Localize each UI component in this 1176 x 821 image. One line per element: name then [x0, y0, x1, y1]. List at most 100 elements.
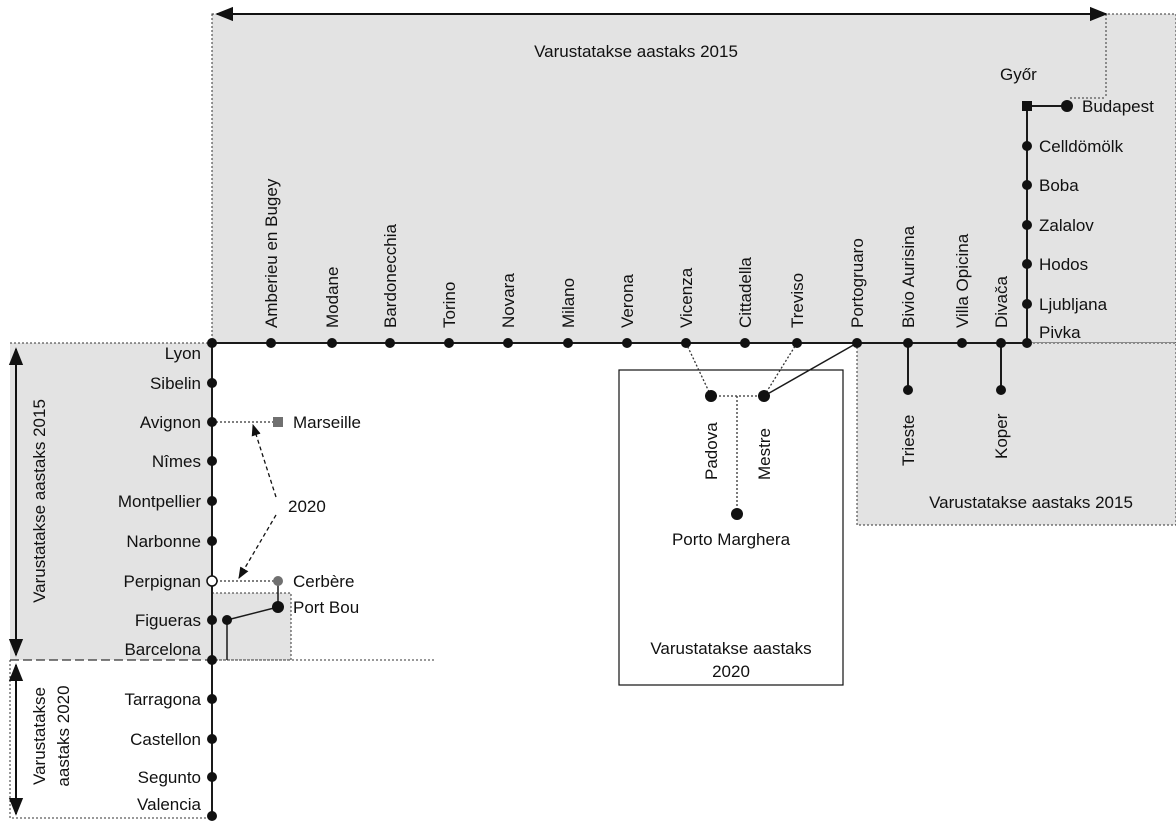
annotation-arrows-2020: 2020	[238, 423, 326, 580]
station-label-treviso: Treviso	[788, 273, 807, 328]
station-label-valencia: Valencia	[137, 795, 201, 814]
region-venice-box-2020	[618, 369, 844, 686]
station-label-bardonecchia: Bardonecchia	[381, 223, 400, 328]
zone-label-right: Varustatakse aastaks 2015	[929, 493, 1133, 512]
branch-station-labels: Marseille Cerbère Port Bou	[293, 413, 361, 617]
hungary-station-labels: Győr Budapest Celldömölk Boba Zalalov Ho…	[1000, 65, 1154, 342]
station-dot	[622, 338, 632, 348]
station-label-padova: Padova	[702, 422, 721, 480]
station-label-porto-marghera: Porto Marghera	[672, 530, 791, 549]
station-dot	[705, 390, 717, 402]
station-label-portogruaro: Portogruaro	[848, 238, 867, 328]
region-right-2015	[856, 342, 1176, 526]
station-label-montpellier: Montpellier	[118, 492, 201, 511]
station-label-novara: Novara	[499, 273, 518, 328]
station-label-celldomolk: Celldömölk	[1039, 137, 1124, 156]
station-label-cerbere: Cerbère	[293, 572, 354, 591]
france-station-labels: Lyon Sibelin Avignon Nîmes Montpellier N…	[118, 344, 201, 591]
station-dot	[1022, 259, 1032, 269]
station-dot	[272, 601, 284, 613]
station-label-vicenza: Vicenza	[677, 267, 696, 328]
zone-label-left-2015: Varustatakse aastaks 2015	[30, 399, 49, 603]
station-label-perpignan: Perpignan	[123, 572, 201, 591]
station-label-castellon: Castellon	[130, 730, 201, 749]
station-dot	[503, 338, 513, 348]
station-dot	[207, 338, 217, 348]
station-label-port-bou: Port Bou	[293, 598, 359, 617]
italy-spur-labels: Padova Mestre Porto Marghera Trieste Kop…	[672, 413, 1011, 549]
station-dot	[207, 496, 217, 506]
mestre-portogruaro-link	[763, 342, 858, 397]
station-label-tarragona: Tarragona	[124, 690, 201, 709]
station-label-segunto: Segunto	[138, 768, 201, 787]
station-dot-planned	[273, 576, 283, 586]
station-label-hodos: Hodos	[1039, 255, 1088, 274]
zone-label-box-line2: 2020	[712, 662, 750, 681]
region-top-2015	[211, 13, 1176, 344]
station-label-bivio-aurisina: Bivio Aurisina	[899, 225, 918, 328]
station-dot	[852, 338, 862, 348]
station-dot	[740, 338, 750, 348]
station-dots	[206, 100, 1073, 821]
station-label-narbonne: Narbonne	[126, 532, 201, 551]
station-label-amberieu: Amberieu en Bugey	[262, 178, 281, 328]
station-label-pivka: Pivka	[1039, 323, 1081, 342]
station-label-lyon: Lyon	[165, 344, 201, 363]
scope-arrows	[8, 6, 1108, 816]
station-label-villa-opicina: Villa Opicina	[953, 233, 972, 328]
zone-label-box-line1: Varustatakse aastaks	[650, 639, 811, 658]
station-dot	[207, 615, 217, 625]
station-dot	[207, 772, 217, 782]
station-dot	[1022, 299, 1032, 309]
zone-label-top: Varustatakse aastaks 2015	[534, 42, 738, 61]
station-dot	[758, 390, 770, 402]
station-dot	[327, 338, 337, 348]
station-dot	[207, 694, 217, 704]
station-dot	[207, 734, 217, 744]
station-dot	[222, 615, 232, 625]
station-label-boba: Boba	[1039, 176, 1079, 195]
station-dot	[563, 338, 573, 348]
station-dot	[681, 338, 691, 348]
station-dot	[996, 338, 1006, 348]
spain-station-labels: Figueras Barcelona Tarragona Castellon S…	[124, 611, 201, 814]
station-dot	[207, 378, 217, 388]
shaded-regions	[9, 13, 1176, 819]
station-label-zalalov: Zalalov	[1039, 216, 1094, 235]
station-dot	[207, 811, 217, 821]
arrow-to-marseille-link	[251, 423, 277, 498]
zone-labels: Varustatakse aastaks 2015 Varustatakse a…	[30, 42, 1133, 787]
station-label-avignon: Avignon	[140, 413, 201, 432]
station-dot	[266, 338, 276, 348]
station-label-mestre: Mestre	[755, 428, 774, 480]
station-label-nimes: Nîmes	[152, 452, 201, 471]
station-label-koper: Koper	[992, 413, 1011, 459]
station-dot	[957, 338, 967, 348]
station-label-gyor: Győr	[1000, 65, 1037, 84]
station-dot	[207, 417, 217, 427]
station-dot	[903, 338, 913, 348]
station-dot-square	[1022, 101, 1032, 111]
figueras-port-bou-link	[226, 606, 279, 621]
station-dot	[1022, 180, 1032, 190]
station-label-torino: Torino	[440, 282, 459, 328]
station-dot	[1061, 100, 1073, 112]
zone-label-left-2020-line2: aastaks 2020	[54, 685, 73, 786]
station-dot	[996, 385, 1006, 395]
dotted-connectors	[212, 342, 798, 582]
station-label-verona: Verona	[618, 274, 637, 328]
station-label-ljubljana: Ljubljana	[1039, 295, 1108, 314]
station-label-barcelona: Barcelona	[124, 640, 201, 659]
station-dot-planned	[273, 417, 283, 427]
vicenza-padova-link	[685, 342, 712, 397]
station-dot	[207, 536, 217, 546]
station-label-sibelin: Sibelin	[150, 374, 201, 393]
station-label-cittadella: Cittadella	[736, 257, 755, 328]
station-dot	[792, 338, 802, 348]
station-dot	[1022, 141, 1032, 151]
treviso-mestre-link	[763, 342, 798, 397]
station-dot-hollow	[206, 575, 218, 587]
station-dot	[1022, 338, 1032, 348]
station-label-divaca: Divača	[992, 275, 1011, 328]
